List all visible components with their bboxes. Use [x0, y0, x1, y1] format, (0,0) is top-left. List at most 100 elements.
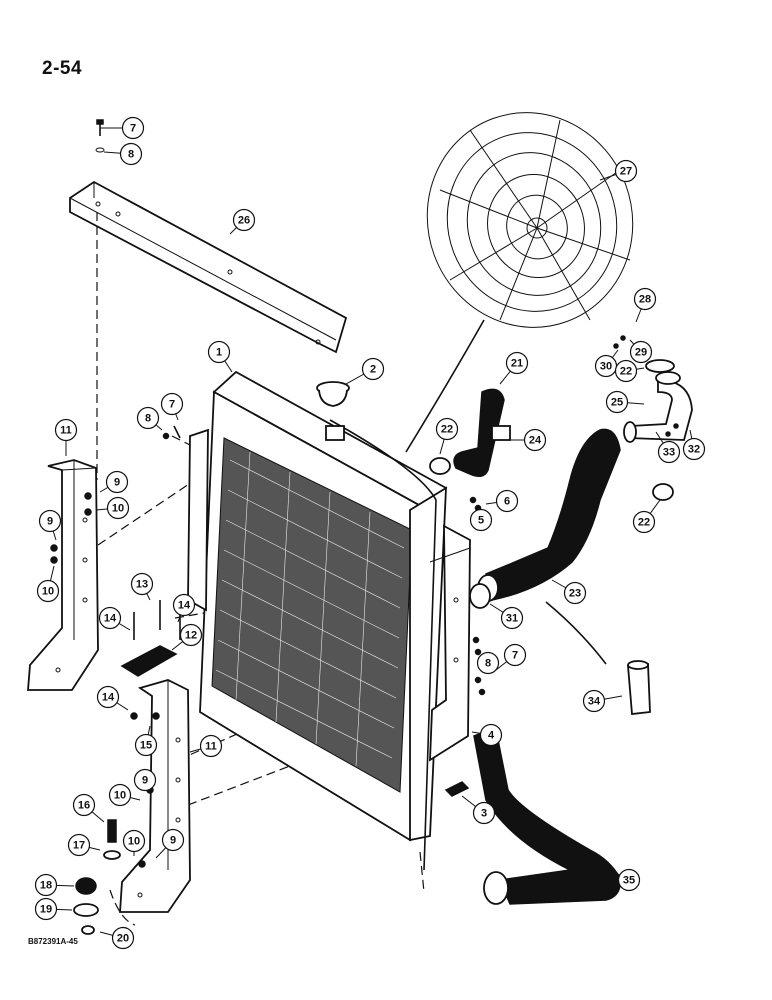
callout-circle [232, 208, 256, 232]
callout-circle [503, 643, 527, 667]
callout-circle [111, 926, 135, 950]
callout-9: 9 [38, 509, 62, 541]
left-upright-support-upper [27, 459, 99, 691]
callout-30: 30 [594, 349, 619, 378]
fan-shroud [429, 524, 471, 762]
callout-33: 33 [655, 431, 681, 464]
callout-22: 22 [435, 417, 459, 455]
callout-29: 29 [629, 339, 653, 364]
callout-circle [67, 833, 91, 857]
hose-clip [444, 781, 470, 797]
callout-circle [633, 287, 657, 311]
callout-circle [605, 390, 629, 414]
callout-number: 22 [441, 424, 453, 436]
callout-8: 8 [136, 406, 163, 431]
callout-circle [121, 116, 145, 140]
flow-arrows [405, 319, 607, 665]
callout-circle [130, 572, 154, 596]
callout-2: 2 [345, 357, 385, 385]
callout-number: 10 [114, 790, 126, 802]
callout-circle [523, 428, 547, 452]
hose-clamp-upper [429, 457, 451, 475]
callout-number: 14 [104, 613, 117, 625]
callout-circle [469, 508, 493, 532]
callout-number: 15 [140, 740, 152, 752]
callout-circle [96, 685, 120, 709]
callout-1: 1 [207, 340, 233, 373]
callout-8: 8 [476, 651, 500, 675]
callout-circle [179, 623, 203, 647]
callout-circle [106, 496, 130, 520]
callout-17: 17 [67, 833, 101, 857]
callout-circle [207, 340, 231, 364]
bolt-and-washer-top [95, 119, 105, 153]
callout-circle [134, 733, 158, 757]
callout-number: 14 [178, 600, 191, 612]
callout-number: 19 [40, 904, 52, 916]
callout-number: 7 [169, 399, 175, 411]
mounting-pad [120, 600, 181, 677]
callout-number: 10 [42, 586, 54, 598]
callout-circle [495, 489, 519, 513]
callout-18: 18 [34, 873, 75, 897]
callout-25: 25 [605, 390, 645, 414]
callout-10: 10 [108, 783, 141, 807]
callout-number: 14 [102, 692, 115, 704]
callout-number: 7 [130, 123, 136, 135]
callout-16: 16 [72, 793, 105, 823]
callout-14: 14 [96, 685, 129, 711]
callout-8: 8 [103, 142, 143, 166]
callout-number: 18 [40, 880, 52, 892]
callout-4: 4 [471, 723, 503, 747]
radiator [187, 370, 448, 871]
callout-circle [582, 689, 606, 713]
callout-number: 25 [611, 397, 623, 409]
callout-circle [505, 351, 529, 375]
callout-circle [172, 593, 196, 617]
callout-number: 9 [114, 477, 120, 489]
callout-circle [563, 581, 587, 605]
callout-number: 10 [112, 503, 124, 515]
callout-number: 5 [478, 515, 484, 527]
coolant-elbow [623, 371, 693, 443]
callout-10: 10 [36, 565, 60, 603]
callout-14: 14 [172, 593, 196, 623]
callout-circle [199, 734, 223, 758]
coolant-tube [627, 660, 651, 715]
callout-number: 9 [170, 835, 176, 847]
callout-circle [657, 440, 681, 464]
callout-number: 13 [136, 579, 148, 591]
callout-number: 33 [663, 447, 675, 459]
callout-number: 30 [600, 361, 612, 373]
callout-number: 27 [620, 166, 632, 178]
callout-circle [122, 829, 146, 853]
callout-22: 22 [614, 359, 645, 383]
callout-circle [133, 768, 157, 792]
callout-19: 19 [34, 897, 73, 921]
hose-fitting [469, 583, 491, 609]
callout-circle [98, 606, 122, 630]
callout-7: 7 [100, 116, 145, 140]
callout-number: 22 [638, 517, 650, 529]
callout-circle [361, 357, 385, 381]
callout-number: 34 [588, 696, 601, 708]
callout-23: 23 [551, 579, 587, 605]
callout-number: 8 [485, 658, 491, 670]
callout-circle [161, 828, 185, 852]
callout-number: 20 [117, 933, 129, 945]
callout-6: 6 [485, 489, 519, 513]
callout-circle [479, 723, 503, 747]
callout-number: 1 [216, 347, 222, 359]
callout-circle [108, 783, 132, 807]
radiator-hose [477, 428, 621, 602]
callout-number: 32 [688, 444, 700, 456]
callout-7: 7 [160, 392, 184, 421]
callout-circle [614, 359, 638, 383]
page-number: 2-54 [42, 58, 83, 79]
callout-35: 35 [605, 867, 641, 892]
callout-32: 32 [682, 429, 706, 461]
callout-10: 10 [95, 496, 130, 520]
callout-circle [476, 651, 500, 675]
callout-number: 8 [145, 413, 151, 425]
